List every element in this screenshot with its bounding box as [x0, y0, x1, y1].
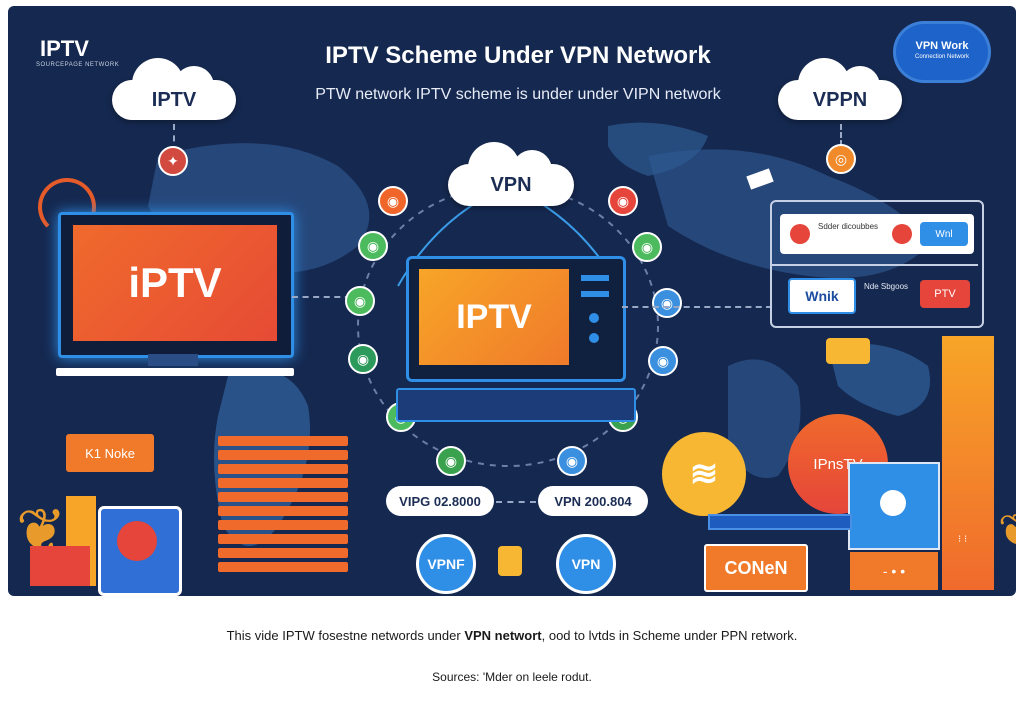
- badge-title: VPN Work: [915, 40, 969, 52]
- panel-row-top: Sdder dicoubbes Wnl: [780, 214, 974, 254]
- app-node-icon: ◉: [348, 344, 378, 374]
- connector-line: [173, 124, 175, 164]
- plant-right-icon: ❦: [998, 476, 1016, 586]
- ip-pill-right: VPN 200.804: [538, 486, 648, 516]
- panel-button-ptv[interactable]: PTV: [920, 280, 970, 308]
- connector-line: [292, 296, 372, 298]
- vpn-bubble-left: VPNF: [416, 534, 476, 594]
- left-monitor: iPTV: [58, 212, 294, 358]
- app-node-icon: ◉: [652, 288, 682, 318]
- connector-line: [840, 124, 842, 154]
- caption-part1: This vide IPTW fosestne networds under: [226, 628, 465, 643]
- tv-stand: [396, 388, 636, 422]
- cloud-iptv-label: IPTV: [151, 88, 197, 111]
- server-stack: [218, 436, 348, 586]
- globe-icon: [880, 490, 906, 516]
- radio-device: [98, 506, 182, 596]
- vpn-bubble-right: VPN: [556, 534, 616, 594]
- app-node-icon: ◉: [436, 446, 466, 476]
- tv-knob: [589, 333, 599, 343]
- cloud-vppn-label: VPPN: [812, 88, 868, 111]
- gauge-icon: [38, 178, 96, 236]
- status-icon: [790, 224, 810, 244]
- logo-subtext: SOURCEPAGE NETWORK: [36, 62, 120, 68]
- monitor-stand: [148, 354, 198, 366]
- signal-node-icon: ◎: [826, 144, 856, 174]
- center-tv-screen: IPTV: [419, 269, 569, 365]
- footer-caption: This vide IPTW fosestne networds under V…: [0, 628, 1024, 643]
- cloud-vpn-center-label: VPN: [490, 173, 532, 196]
- page-subtitle: PTW network IPTV scheme is under under V…: [315, 86, 721, 103]
- center-tv: IPTV: [406, 256, 626, 382]
- note-box: K1 Noke: [66, 434, 154, 472]
- app-node-icon: ◉: [378, 186, 408, 216]
- footer-sources: Sources: 'Mder on leele rodut.: [432, 670, 592, 684]
- tall-bar-chart-icon: [942, 336, 994, 590]
- connect-box: CONeN: [704, 544, 808, 592]
- tv-knob: [589, 313, 599, 323]
- tv-control-bar: [581, 291, 609, 297]
- globe-panel: [848, 462, 940, 550]
- badge-subtext: Connection Network: [914, 54, 970, 60]
- right-panel: Sdder dicoubbes Wnl Wnik Nde Sbgoos PTV: [770, 200, 984, 328]
- panel-button-top[interactable]: Wnl: [920, 222, 968, 246]
- device-bar: [708, 514, 852, 530]
- app-node-icon: ◉: [608, 186, 638, 216]
- logo-text: IPTV: [40, 36, 89, 61]
- box-icon: [30, 546, 90, 586]
- cloud-iptv: IPTV: [112, 58, 236, 120]
- cloud-vppn: VPPN: [778, 58, 902, 120]
- panel-row-bottom-text: Nde Sbgoos: [864, 282, 909, 291]
- infographic-canvas: IPTV SOURCEPAGE NETWORK IPTV Scheme Unde…: [8, 6, 1016, 596]
- dots-box: - • •: [850, 552, 938, 590]
- vpn-work-badge: VPN Work Connection Network: [896, 24, 988, 80]
- caption-bold: VPN networt: [464, 628, 542, 643]
- tv-control-bar: [581, 275, 609, 281]
- connector-line: [622, 306, 772, 308]
- monitor-base: [56, 368, 294, 376]
- app-node-icon: ◉: [648, 346, 678, 376]
- app-node-icon: ◉: [358, 231, 388, 261]
- app-node-icon: ◉: [557, 446, 587, 476]
- satellite-node-icon: ✦: [158, 146, 188, 176]
- app-node-icon: ◉: [345, 286, 375, 316]
- ip-pill-left: VIPG 02.8000: [386, 486, 494, 516]
- page-title: IPTV Scheme Under VPN Network: [325, 42, 711, 69]
- caption-part2: , ood to lvtds in Scheme under PPN retwo…: [541, 628, 798, 643]
- wifi-icon: ≋: [662, 432, 746, 516]
- left-monitor-screen: iPTV: [73, 225, 277, 341]
- connector-line: [496, 501, 536, 503]
- lock-icon: [498, 546, 522, 576]
- radio-speaker-icon: [117, 521, 157, 561]
- panel-button-wnik[interactable]: Wnik: [788, 278, 856, 314]
- app-node-icon: ◉: [632, 232, 662, 262]
- cloud-vpn-center: VPN: [448, 142, 574, 206]
- panel-row-top-text: Sdder dicoubbes: [818, 222, 879, 231]
- panel-row-bottom: Wnik Nde Sbgoos PTV: [772, 264, 978, 322]
- router-icon: [826, 338, 870, 364]
- dots-icon: ⁝ ⁝: [958, 534, 968, 545]
- record-icon: [892, 224, 912, 244]
